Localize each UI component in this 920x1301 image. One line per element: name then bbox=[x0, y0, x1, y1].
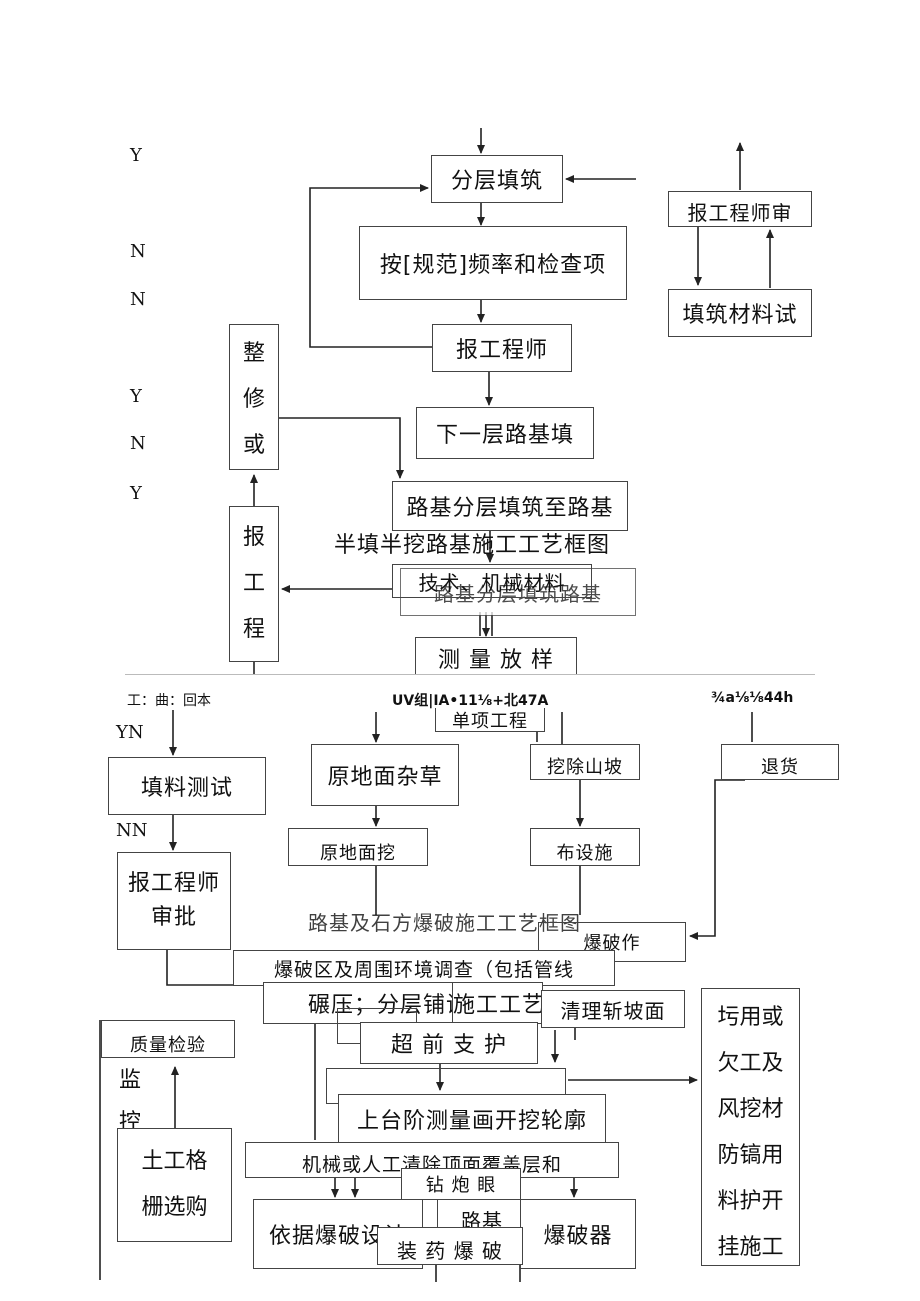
header-garbled: ¾a⅛⅛44h bbox=[711, 690, 794, 706]
node-detonator: 爆破器 bbox=[520, 1199, 636, 1269]
node-report-approval: 报工程师审批 bbox=[117, 852, 231, 950]
node-geogrid: 土工格 栅选购 bbox=[117, 1128, 232, 1242]
node-layer-fill: 分层填筑 bbox=[431, 155, 563, 203]
side-label: NN bbox=[116, 820, 148, 841]
node-machine-clear: 机械或人工清除顶面覆盖层和 bbox=[245, 1142, 619, 1178]
node-upper-bench: 上台阶测量画开挖轮廓 bbox=[338, 1094, 606, 1144]
side-char: 监 bbox=[119, 1068, 142, 1093]
node-original-grass: 原地面杂草 bbox=[311, 744, 459, 806]
node-layered-to-top: 路基分层填筑至路基 bbox=[392, 481, 628, 531]
side-label: N bbox=[130, 433, 146, 454]
node-report-vertical: 报 工 程 bbox=[229, 506, 279, 662]
node-report-engineer: 报工程师 bbox=[432, 324, 572, 372]
figure-1-caption: 半填半挖路基施工工艺框图 bbox=[334, 533, 611, 558]
node-report-review: 报工程师审 bbox=[668, 191, 812, 227]
node-tech-machine: 技术、机械材料 bbox=[392, 564, 592, 598]
node-advance-support: 超 前 支 护 bbox=[360, 1022, 538, 1064]
node-return-goods: 退货 bbox=[721, 744, 839, 780]
node-survey: 测 量 放 样 bbox=[415, 637, 577, 675]
side-label: N bbox=[130, 289, 146, 310]
side-label: YN bbox=[116, 722, 144, 743]
node-next-layer: 下一层路基填 bbox=[416, 407, 594, 459]
node-compaction: 碾压；分层铺设 bbox=[263, 982, 453, 1024]
node-fill-test: 填料测试 bbox=[108, 757, 266, 815]
node-set-up: 布设施 bbox=[530, 828, 640, 866]
node-blast-survey: 爆破区及周围环境调查（包括管线 bbox=[233, 950, 615, 986]
side-label: Y bbox=[130, 386, 142, 407]
header-garbled: UV组|IA•11⅛+北47A bbox=[392, 693, 549, 709]
node-excavate-slope: 挖除山坡 bbox=[530, 744, 640, 780]
node-drill-hole: 钻 炮 眼 bbox=[401, 1168, 521, 1200]
header-garbled: 工：曲：回本 bbox=[127, 693, 211, 709]
node-check-by-spec: 按[规范]频率和检查项 bbox=[359, 226, 627, 300]
side-label: Y bbox=[130, 483, 142, 504]
node-rectify: 整 修 或 bbox=[229, 324, 279, 470]
figure-2-caption: 路基及石方爆破施工工艺框图 bbox=[308, 911, 581, 935]
node-quality-check: 质量检验 bbox=[101, 1020, 235, 1058]
node-charge-blast: 装 药 爆 破 bbox=[377, 1227, 523, 1265]
node-original-excavate: 原地面挖 bbox=[288, 828, 428, 866]
node-subgrade-layer: 路基分层填筑路基 bbox=[400, 568, 636, 616]
node-construction-art: 施工工艺 bbox=[453, 982, 543, 1024]
side-label: Y bbox=[130, 145, 142, 166]
page-divider bbox=[125, 674, 815, 675]
node-waste-use: 圬用或 欠工及 风挖材 防镐用 料护开 挂施工 bbox=[701, 988, 800, 1266]
side-label: N bbox=[130, 241, 146, 262]
node-fill-material-test: 填筑材料试 bbox=[668, 289, 812, 337]
node-unit-project: 单项工程 bbox=[435, 708, 545, 732]
node-clear-slope: 清理斩坡面 bbox=[541, 990, 685, 1028]
